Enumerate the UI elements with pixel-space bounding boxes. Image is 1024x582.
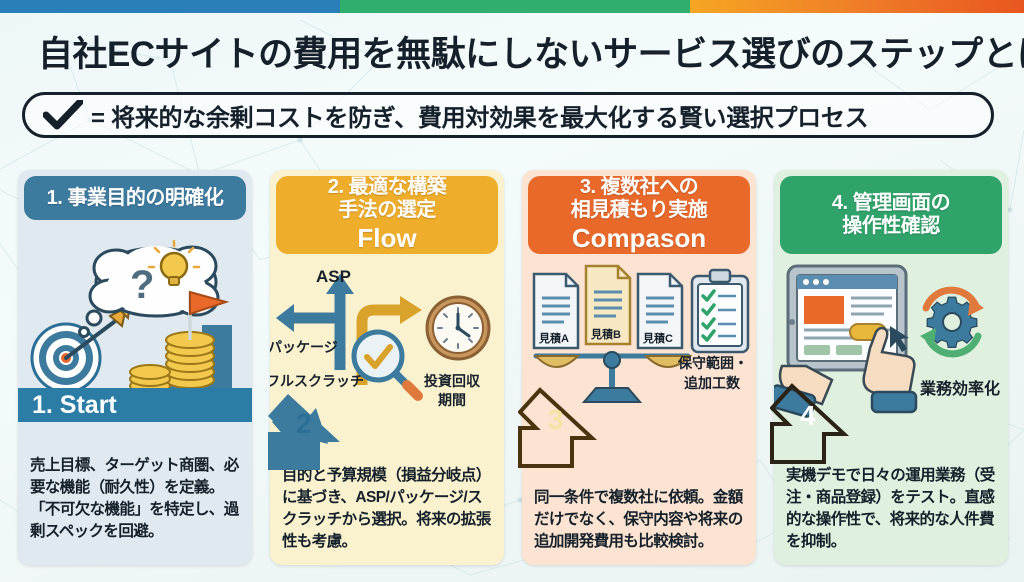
check-icon [43,100,83,130]
step-3-title-line2: 相見積もり実施 [570,199,708,222]
label-quote-a: 見積A [538,331,569,345]
step-4-illustration: 業務効率化 [774,260,1008,420]
step-card-3[interactable]: 3. 複数社への 相見積もり実施 Compason 見積A [522,170,756,565]
step-1-band-label: 1. Start [32,390,117,419]
step-3-body: 同一条件で複数社に依頼。金額だけでなく、保守内容や将来の追加開発費用も比較検討。 [534,489,743,550]
label-quote-c: 見積C [642,331,673,345]
step-1-title: 1. 事業目的の明確化 [46,186,224,209]
label-quote-b: 見積B [590,327,621,341]
step-1-header: 1. 事業目的の明確化 [24,176,246,220]
label-scratch: フルスクラッチ [270,373,364,389]
page-title: 自社ECサイトの費用を無駄にしないサービス選びのステップとは？ [38,35,1024,74]
top-bar-segment-blue [0,0,340,13]
label-package: パッケージ [270,339,338,355]
step-3-illustration: 見積A 見積B 見積C [522,260,756,420]
step-2-illustration: ASP パッケージ フルスクラッチ [270,260,504,420]
step-card-2[interactable]: 2. 最適な構築 手法の選定 Flow [270,170,504,565]
step-4-title-line2: 操作性確認 [842,215,940,237]
label-maintenance-1: 保守範囲・ [677,355,748,371]
step-2-header: 2. 最適な構築 手法の選定 Flow [276,176,498,254]
top-bar-segment-orange [690,0,1024,13]
step-4-title-line1: 4. 管理画面の [831,192,951,214]
subtitle-pill: = 将来的な余剰コストを防ぎ、費用対効果を最大化する賢い選択プロセス [22,92,994,138]
step-2-body: 目的と予算規模（損益分岐点）に基づき、ASP/パッケージ/スクラッチから選択。将… [282,467,491,550]
subtitle-text: = 将来的な余剰コストを防ぎ、費用対効果を最大化する賢い選択プロセス [91,104,869,132]
step-3-english-label: Compason [571,223,707,254]
step-card-1[interactable]: 1. 事業目的の明確化 [18,170,252,565]
label-roi-1: 投資回収 [424,373,481,389]
step-2-english-label: Flow [357,223,417,254]
step-2-title-line2: 手法の選定 [338,199,436,222]
steps-container: 1. 事業目的の明確化 [18,170,1008,570]
step-2-title-line1: 2. 最適な構築 [327,176,447,199]
label-maintenance-2: 追加工数 [684,375,741,391]
label-roi-2: 期間 [438,392,466,408]
label-asp: ASP [316,267,351,286]
svg-text:?: ? [130,263,154,307]
step-3-header: 3. 複数社への 相見積もり実施 Compason [528,176,750,254]
step-4-header: 4. 管理画面の 操作性確認 [780,176,1002,254]
step-1-band: 1. Start [18,388,252,422]
top-color-bar [0,0,1024,13]
step-4-body: 実機デモで日々の運用業務（受注・商品登録）をテスト。直感的な操作性で、将来的な人… [786,467,995,550]
top-bar-segment-green [340,0,690,13]
step-3-title-line1: 3. 複数社への [579,176,699,199]
label-efficiency: 業務効率化 [919,379,1000,398]
step-card-4[interactable]: 4. 管理画面の 操作性確認 [774,170,1008,565]
step-1-body: 売上目標、ターゲット商圏、必要な機能（耐久性）を定義。「不可欠な機能」を特定し、… [30,457,239,540]
